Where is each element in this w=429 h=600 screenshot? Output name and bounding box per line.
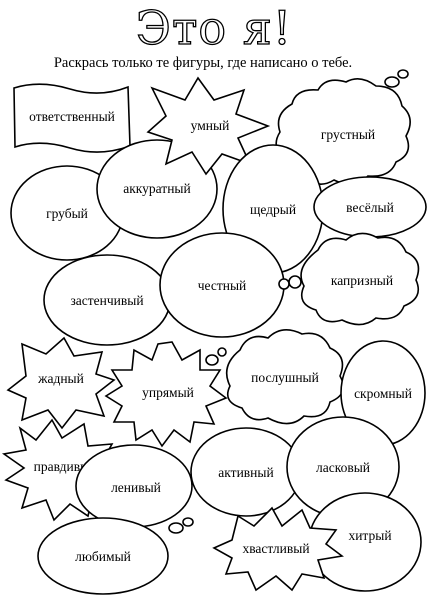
word-capricious: капризный [331,273,393,288]
shape-star-stubborn[interactable]: упрямый [104,341,228,448]
thought-bubbles-beloved [168,517,194,534]
page-title: Это я! [136,1,292,55]
shape-ellipse-honest[interactable]: честный [159,232,285,338]
word-neat: аккуратный [123,181,190,196]
word-boastful: хвастливый [242,541,309,556]
thought-bubbles-capricious [278,275,302,290]
word-shy: застенчивый [70,293,143,308]
shape-ellipse-beloved[interactable]: любимый [37,517,169,595]
word-stubborn: упрямый [142,385,194,400]
word-rude: грубый [46,206,88,221]
shape-star-boastful[interactable]: хвастливый [212,506,344,592]
word-active: активный [218,465,273,480]
instruction-text: Раскрась только те фигуры, где написано … [54,55,352,71]
word-honest: честный [198,278,247,293]
word-cunning: хитрый [348,528,391,543]
word-responsible: ответственный [29,109,115,124]
word-sad: грустный [321,127,375,142]
shape-star-smart[interactable]: умный [146,76,271,176]
shape-ellipse-active[interactable]: активный [190,427,302,517]
shape-ellipse-neat[interactable]: аккуратный [96,139,218,239]
word-lazy: ленивый [111,480,161,495]
word-greedy: жадный [37,371,84,386]
word-generous: щедрый [250,202,296,217]
word-obedient: послушный [251,370,319,385]
shape-ellipse-lazy[interactable]: ленивый [75,444,193,528]
thought-bubbles-sad [384,69,409,88]
shape-flag-responsible[interactable]: ответственный [13,83,131,153]
word-smart: умный [191,118,230,133]
shape-cloud-obedient[interactable]: послушный [225,329,345,425]
thought-bubbles-obedient [205,347,227,366]
word-gentle: ласковый [316,460,370,475]
word-beloved: любимый [75,549,131,564]
shape-ellipse-gentle[interactable]: ласковый [286,416,400,518]
word-modest: скромный [354,386,412,401]
shape-cloud-capricious[interactable]: капризный [300,232,420,326]
shape-ellipse-cheerful[interactable]: весёлый [313,176,427,238]
shape-ellipse-shy[interactable]: застенчивый [43,254,171,346]
word-cheerful: весёлый [346,200,394,215]
shape-star-greedy[interactable]: жадный [6,336,116,430]
